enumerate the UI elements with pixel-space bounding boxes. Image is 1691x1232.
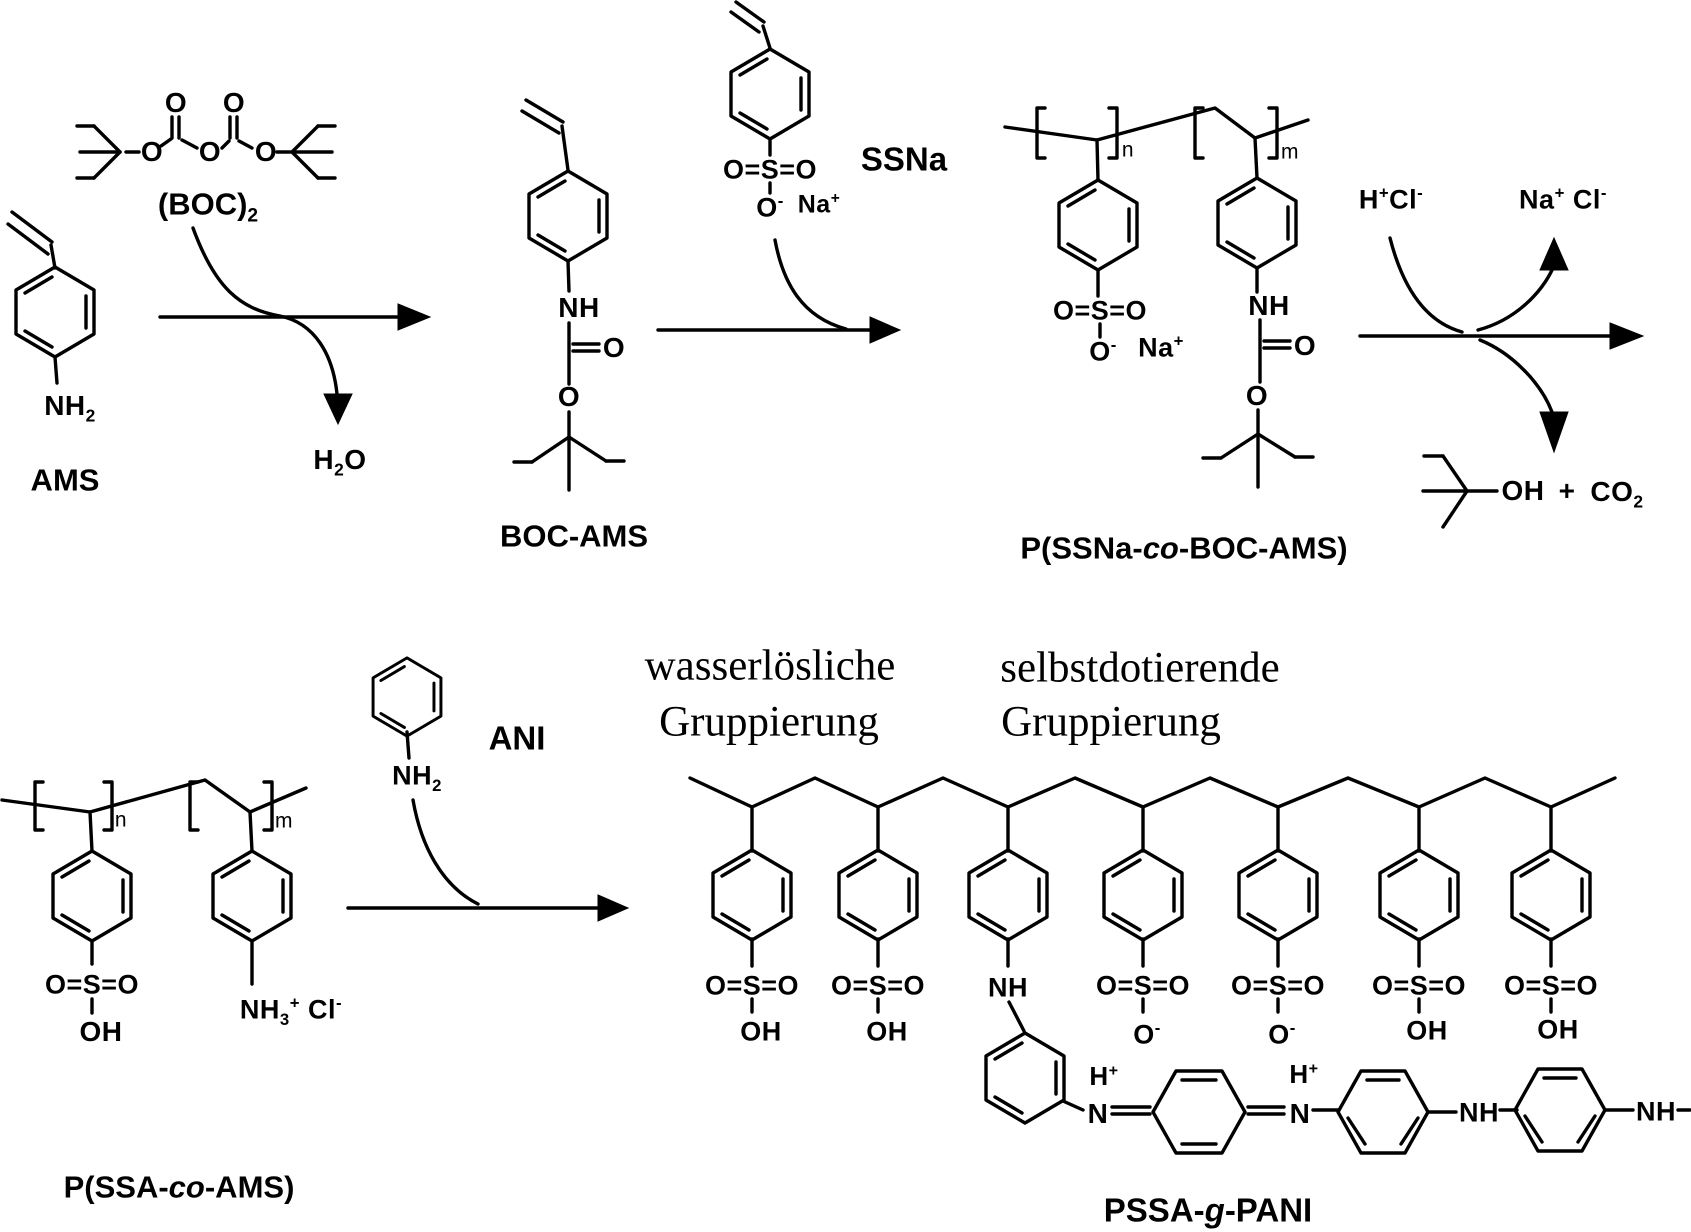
pssa-ammonium-ring (211, 849, 293, 943)
pendant7-sulfonyl: O=S=O (1503, 970, 1599, 1001)
boc-ams-carbonyl-o: O (602, 332, 626, 363)
p-ssna-co-boc-ams-structure (1003, 106, 1315, 489)
ams-name-label: AMS (30, 462, 100, 498)
tbuoh-structure (1421, 454, 1499, 529)
hcl-label: H+Cl- (1358, 183, 1424, 215)
boc2-ester-o-right: O (254, 136, 278, 167)
pssna-nh-label: NH (1248, 290, 1290, 321)
ani-benzene-ring (371, 656, 443, 738)
reaction-arrow-2 (656, 238, 902, 344)
pendant5-o-minus: O- (1268, 1018, 1296, 1050)
pendant4-sulfonyl: O=S=O (1095, 970, 1191, 1001)
pendant-ring-6 (1378, 848, 1460, 942)
pani-h-plus-2: H+ (1289, 1059, 1319, 1089)
boc2-name-label: (BOC)2 (157, 186, 259, 227)
ssna-benzene-ring (729, 47, 811, 141)
pendant1-sulfonyl: O=S=O (704, 970, 800, 1001)
pani-ring-2 (1336, 1069, 1430, 1155)
pssna-o-minus-label: O- (1089, 335, 1117, 367)
pendant-ring-7 (1510, 848, 1592, 942)
boc2-carbonyl-o-left: O (164, 87, 188, 118)
pendant6-sulfonyl: O=S=O (1371, 970, 1467, 1001)
pssna-carbonyl-o: O (1293, 330, 1317, 361)
self-doping-annotation-line1: selbstdotierende (1000, 644, 1280, 692)
pendant5-sulfonyl: O=S=O (1230, 970, 1326, 1001)
pani-imine-n-1: N (1087, 1098, 1109, 1129)
pssa-subscript-m: m (275, 809, 293, 833)
pendant4-o-minus: O- (1133, 1018, 1161, 1050)
pssna-sulfonate-ring (1057, 178, 1139, 272)
boc-ams-structure (512, 98, 626, 492)
pssa-name-label: P(SSA-co-AMS) (63, 1169, 295, 1205)
water-soluble-annotation-line2: Gruppierung (659, 698, 879, 746)
pssa-sulfonate-ring (51, 849, 133, 943)
water-soluble-annotation-line1: wasserlösliche (644, 642, 896, 690)
pssna-subscript-m: m (1281, 140, 1299, 164)
pani-imine-n-2: N (1289, 1098, 1311, 1129)
pendant-ring-4 (1102, 848, 1184, 942)
pssa-g-pani-structure (688, 776, 1691, 1155)
pendant-ring-3 (967, 848, 1049, 942)
pssa-ammonium-label: NH3+ Cl- (239, 993, 343, 1029)
ani-nh2-label: NH2 (392, 760, 442, 795)
ams-nh2-label: NH2 (44, 390, 96, 426)
reaction-arrow-3 (1358, 236, 1645, 454)
ani-structure (371, 656, 443, 760)
pendant-ring-5 (1237, 848, 1319, 942)
pssa-g-pani-name-label: PSSA-g-PANI (1103, 1191, 1313, 1229)
pssna-subscript-n: n (1121, 138, 1135, 162)
reaction-arrow-4 (346, 798, 630, 922)
ssna-na-label: Na+ (797, 190, 841, 219)
boc2-ester-o-left: O (140, 136, 164, 167)
ani-name-label: ANI (488, 719, 546, 757)
pendant2-sulfonyl: O=S=O (830, 970, 926, 1001)
pssa-sulfonyl-label: O=S=O (44, 969, 140, 1000)
boc2-center-o: O (198, 136, 222, 167)
p-ssa-co-ams-structure (0, 778, 308, 1015)
plus-sign: + (1558, 475, 1576, 506)
pani-nh-2: NH (1636, 1096, 1676, 1127)
pssa-oh-label: OH (79, 1016, 123, 1047)
boc2-carbonyl-o-right: O (222, 87, 246, 118)
pendant2-oh: OH (866, 1016, 908, 1047)
pendant1-oh: OH (740, 1016, 782, 1047)
pssna-name-label: P(SSNa-co-BOC-AMS) (1020, 530, 1348, 566)
h2o-label: H2O (313, 444, 367, 480)
reaction-arrow-1 (158, 226, 432, 426)
ssna-sulfonyl-label: O=S=O (722, 154, 818, 185)
pani-ring-3 (1513, 1067, 1607, 1153)
pendant3-nh-link: NH (988, 972, 1028, 1003)
ams-structure (6, 210, 96, 385)
tbuoh-oh-label: OH (1501, 475, 1545, 506)
boc-ams-benzene-ring (527, 169, 609, 263)
pani-quinoid-ring (1151, 1069, 1247, 1155)
pssna-bocams-ring (1216, 176, 1298, 270)
pendant-ring-2 (837, 848, 919, 942)
boc-ams-nh-label: NH (558, 292, 600, 323)
pendant7-oh: OH (1537, 1014, 1579, 1045)
boc2-structure (75, 115, 337, 180)
self-doping-annotation-line2: Gruppierung (1001, 698, 1221, 746)
pssna-na-label: Na+ (1138, 331, 1184, 363)
ssna-name-label: SSNa (860, 140, 948, 178)
co2-label: CO2 (1590, 476, 1644, 512)
pani-ring-1 (984, 1031, 1066, 1125)
pendant-ring-1 (711, 848, 793, 942)
boc-ams-ester-o: O (557, 381, 581, 412)
boc-ams-name-label: BOC-AMS (499, 518, 649, 554)
ssna-structure (729, 0, 811, 195)
pani-h-plus-1: H+ (1089, 1061, 1119, 1091)
nacl-label: Na+ Cl- (1519, 183, 1607, 215)
pssa-subscript-n: n (114, 808, 128, 832)
pssna-sulfonyl-label: O=S=O (1052, 295, 1148, 326)
ams-benzene-ring (14, 265, 96, 359)
ssna-o-minus-label: O- (756, 191, 784, 223)
pssna-ester-o: O (1245, 380, 1269, 411)
pani-nh-1: NH (1459, 1097, 1499, 1128)
pendant6-oh: OH (1406, 1015, 1448, 1046)
